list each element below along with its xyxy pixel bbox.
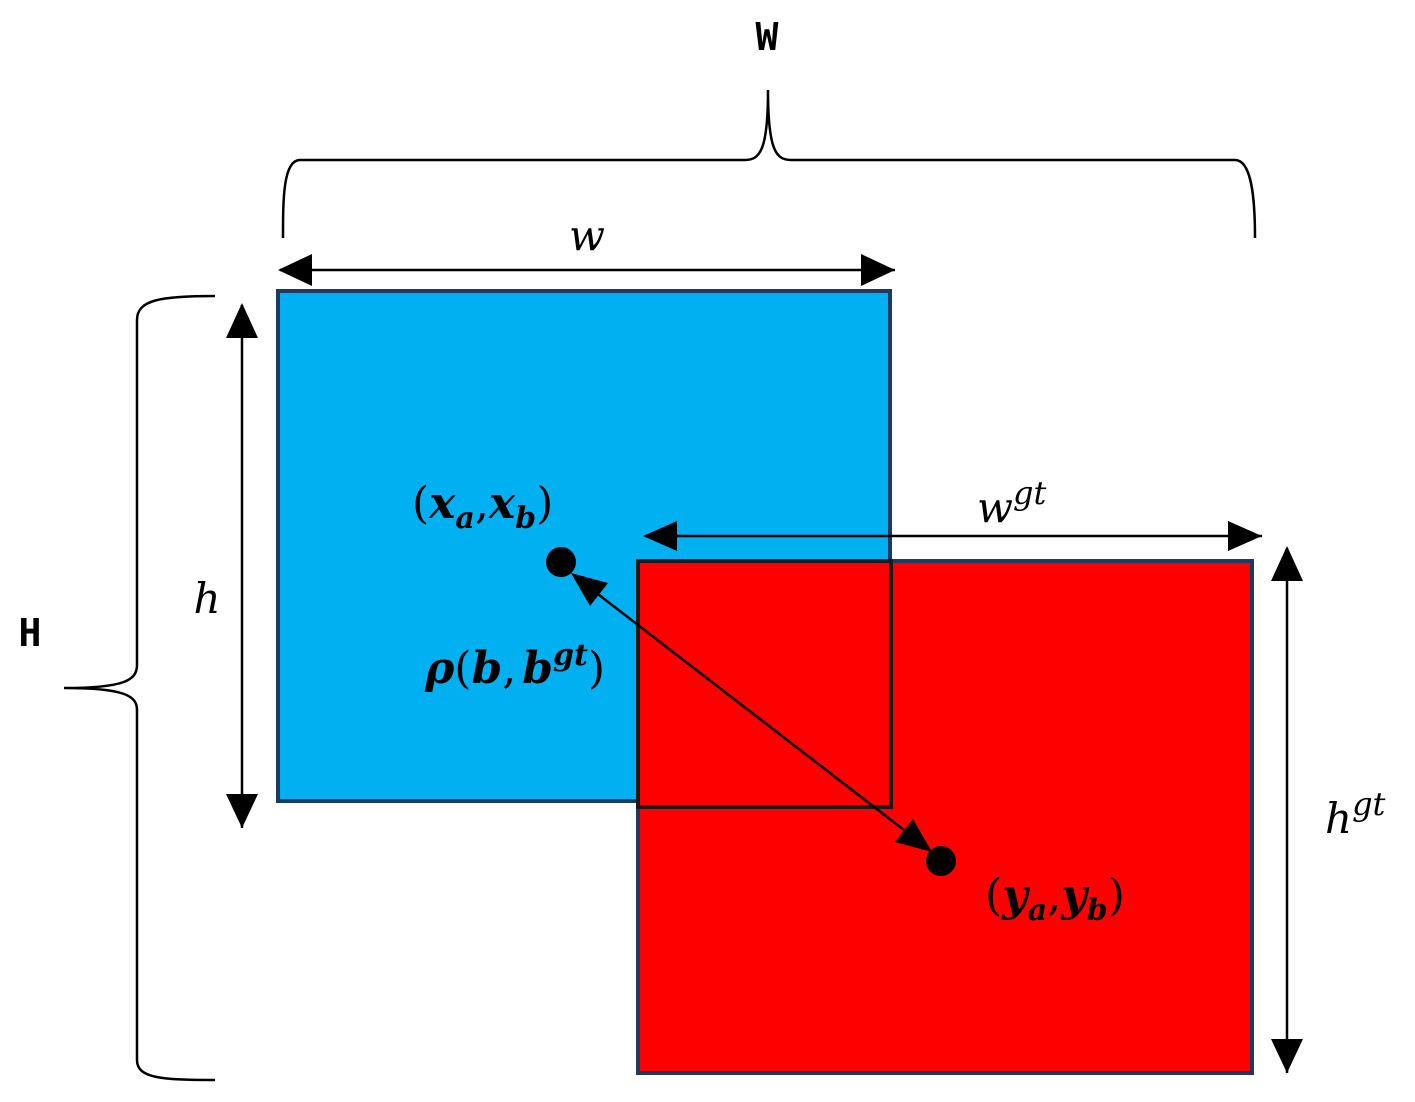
gt-width-sup: gt <box>1013 474 1046 512</box>
outer-height-label: H <box>19 611 42 655</box>
distance-comma: , <box>502 643 516 694</box>
distance-open: ( <box>454 643 471 694</box>
gt-center-comma: , <box>1047 870 1061 921</box>
gt-width-label: wgt <box>977 474 1046 532</box>
pred-height-label: h <box>193 574 220 623</box>
gt-center-x-sub: a <box>1028 893 1047 928</box>
ground-truth-box <box>636 559 1254 1075</box>
distance-label: ρ(b,bgt) <box>424 638 605 694</box>
gt-width-arrowhead-right <box>1228 521 1262 551</box>
gt-center-open: ( <box>985 870 1002 921</box>
predicted-center-point <box>546 547 576 577</box>
ground-truth-center-point <box>926 846 956 876</box>
pred-width-arrowhead-left <box>278 254 312 286</box>
pred-width-label: w <box>569 211 605 260</box>
outer-height-brace <box>63 294 216 1082</box>
gt-height-arrowhead-bottom <box>1271 1039 1303 1073</box>
gt-height-arrowhead-top <box>1271 546 1303 581</box>
pred-center-x: x <box>428 478 456 529</box>
distance-bgt: b <box>522 643 553 694</box>
distance-prefix: ρ <box>424 643 455 694</box>
outer-width-brace <box>281 89 1257 239</box>
gt-center-x: y <box>1001 870 1031 921</box>
gt-center-y: y <box>1060 870 1090 921</box>
gt-width-base: w <box>977 483 1013 532</box>
gt-center-label: (ya,yb) <box>985 870 1125 928</box>
predicted-center-label: (xa,xb) <box>412 478 553 536</box>
gt-height-base: h <box>1325 794 1352 843</box>
center-distance-arrowhead-start <box>571 573 608 606</box>
outer-width-label: W <box>756 15 779 59</box>
gt-center-y-sub: b <box>1087 893 1108 928</box>
gt-height-label: hgt <box>1325 785 1386 843</box>
pred-center-open: ( <box>412 478 429 529</box>
pred-height-arrowhead-top <box>226 303 258 338</box>
pred-center-y: x <box>488 478 516 529</box>
pred-width-arrowhead-right <box>861 254 895 286</box>
gt-height-sup: gt <box>1352 785 1385 823</box>
pred-center-x-sub: a <box>455 501 474 536</box>
overlap-region-outline <box>636 559 893 809</box>
distance-b: b <box>471 643 502 694</box>
pred-center-comma: , <box>475 478 489 529</box>
distance-sup: gt <box>553 638 588 673</box>
pred-center-close: ) <box>536 478 553 529</box>
pred-center-y-sub: b <box>515 501 536 536</box>
center-distance-arrowhead-end <box>895 819 932 852</box>
pred-height-arrowhead-bottom <box>226 794 258 828</box>
gt-center-close: ) <box>1108 870 1125 921</box>
center-distance-line <box>576 577 927 848</box>
gt-width-arrowhead-left <box>643 521 677 551</box>
distance-close: ) <box>588 643 605 694</box>
